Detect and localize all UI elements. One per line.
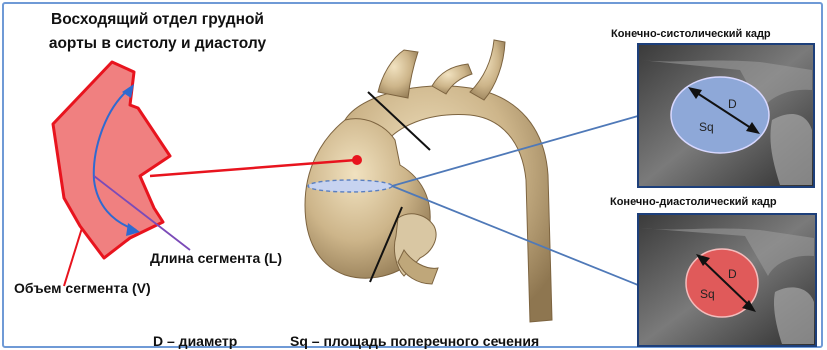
systolic-ct-inset: D Sq [638,44,814,187]
segment-volume-label: Объем сегмента (V) [14,280,151,296]
legend-area: Sq – площадь поперечного сечения [290,333,539,349]
systolic-d-mark: D [728,97,737,111]
segment-length-label: Длина сегмента (L) [150,250,282,266]
cross-section-plane [308,180,392,192]
diastolic-sq-mark: Sq [700,287,715,301]
diastolic-d-mark: D [728,267,737,281]
volume-pointer-line [64,228,82,286]
diastolic-ct-inset: D Sq [638,214,816,346]
segment-location-dot [352,155,362,165]
segment-volume-shape [53,62,170,258]
subclavian-branch [470,40,505,100]
systolic-sq-mark: Sq [699,120,714,134]
legend-diameter: D – диаметр [153,333,237,349]
diagram-title: Восходящий отдел грудной аорты в систолу… [40,8,275,56]
diastolic-frame-title: Конечно-диастолический кадр [610,196,777,208]
diastolic-ct-structure [774,287,814,344]
systolic-frame-title: Конечно-систолический кадр [611,28,771,40]
systolic-lumen [671,77,769,153]
